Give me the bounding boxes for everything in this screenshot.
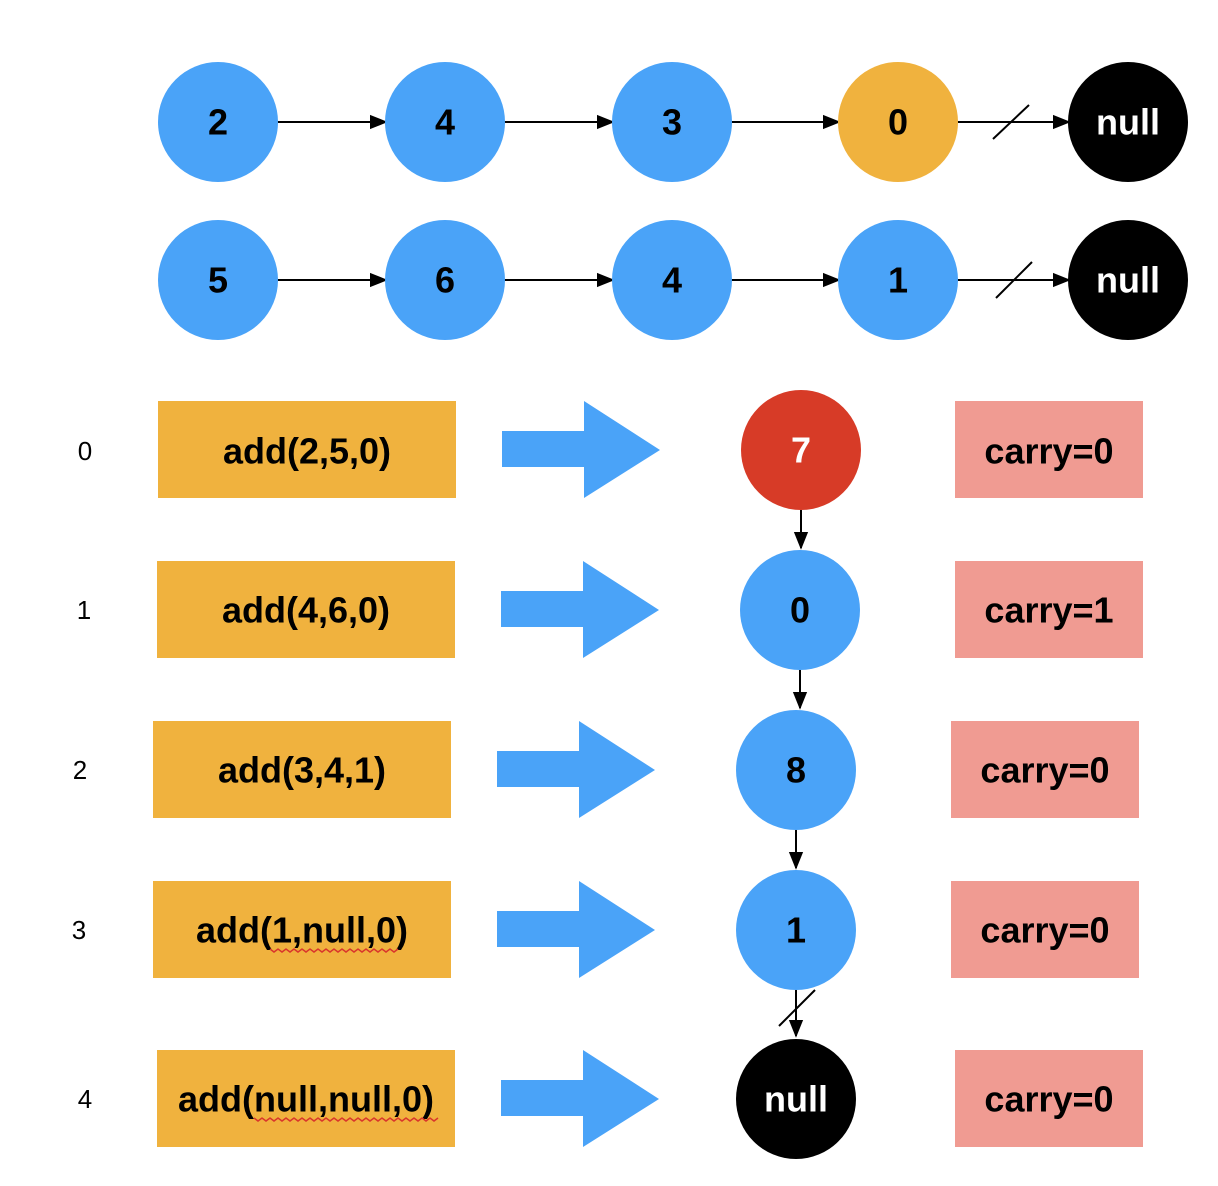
node-value: 2 <box>208 102 228 143</box>
step-index: 1 <box>77 595 91 625</box>
list-one-node: 4 <box>385 62 505 182</box>
step-row: 2 add(3,4,1) 8 carry=0 <box>73 710 1139 830</box>
step-row: 0 add(2,5,0) 7 carry=0 <box>78 390 1143 510</box>
call-box <box>157 561 455 658</box>
node-circle <box>385 220 505 340</box>
list-one: 2 4 3 0 null <box>158 62 1188 182</box>
call-label: add(1,null,0) <box>196 910 408 951</box>
node-value: 4 <box>662 260 682 301</box>
carry-box <box>955 1050 1143 1147</box>
node-value: 3 <box>662 102 682 143</box>
result-chain-links <box>778 510 816 1038</box>
step-row: 1 add(4,6,0) 0 carry=1 <box>77 550 1143 670</box>
carry-label: carry=1 <box>984 590 1113 631</box>
list-one-node: 3 <box>612 62 732 182</box>
carry-label: carry=0 <box>980 910 1109 951</box>
result-break-mark <box>778 989 816 1027</box>
call-label: add(2,5,0) <box>223 431 391 472</box>
call-box <box>153 881 451 978</box>
carry-box <box>951 881 1139 978</box>
step-index: 4 <box>78 1084 92 1114</box>
call-label: add(3,4,1) <box>218 750 386 791</box>
spellcheck-underline <box>269 948 399 953</box>
transition-arrow <box>497 881 655 978</box>
list-two-break-mark <box>995 261 1033 299</box>
call-label: add(4,6,0) <box>222 590 390 631</box>
list-one-break-mark <box>992 104 1030 140</box>
result-node-value: 8 <box>786 750 806 791</box>
list-two-node: 6 <box>385 220 505 340</box>
result-node-circle <box>736 870 856 990</box>
spellcheck-underline <box>253 1117 439 1122</box>
result-node-value: 7 <box>791 430 811 471</box>
node-value: 4 <box>435 102 455 143</box>
list-two-node: 5 <box>158 220 278 340</box>
result-null-label: null <box>764 1079 828 1120</box>
node-circle <box>158 62 278 182</box>
result-node-circle <box>741 390 861 510</box>
node-value: 0 <box>888 102 908 143</box>
list-two-node: 4 <box>612 220 732 340</box>
list-two: 5 6 4 1 null <box>158 220 1188 340</box>
node-circle <box>385 62 505 182</box>
step-index: 3 <box>72 915 86 945</box>
result-node-value: 1 <box>786 910 806 951</box>
result-null-circle <box>736 1039 856 1159</box>
result-node-circle <box>736 710 856 830</box>
carry-box <box>955 401 1143 498</box>
carry-label: carry=0 <box>984 431 1113 472</box>
call-box <box>157 1050 455 1147</box>
list-two-node: 1 <box>838 220 958 340</box>
call-label: add(null,null,0) <box>178 1079 434 1120</box>
null-circle <box>1068 62 1188 182</box>
node-value: 6 <box>435 260 455 301</box>
list-one-null-node: null <box>1068 62 1188 182</box>
null-label: null <box>1096 102 1160 143</box>
node-circle <box>612 220 732 340</box>
result-node-circle <box>740 550 860 670</box>
node-value: 1 <box>888 260 908 301</box>
step-index: 2 <box>73 755 87 785</box>
transition-arrow <box>501 1050 659 1147</box>
step-row: 3 add(1,null,0) 1 carry=0 <box>72 870 1139 990</box>
node-circle <box>612 62 732 182</box>
call-box <box>153 721 451 818</box>
transition-arrow <box>501 561 659 658</box>
node-value: 5 <box>208 260 228 301</box>
list-one-highlighted-node: 0 <box>838 62 958 182</box>
carry-box <box>951 721 1139 818</box>
list-two-null-node: null <box>1068 220 1188 340</box>
call-box <box>158 401 456 498</box>
carry-box <box>955 561 1143 658</box>
node-circle <box>838 62 958 182</box>
node-circle <box>158 220 278 340</box>
transition-arrow <box>502 401 660 498</box>
null-circle <box>1068 220 1188 340</box>
step-row: 4 add(null,null,0) null carry=0 <box>78 1039 1143 1159</box>
carry-label: carry=0 <box>980 750 1109 791</box>
null-label: null <box>1096 260 1160 301</box>
carry-label: carry=0 <box>984 1079 1113 1120</box>
step-index: 0 <box>78 436 92 466</box>
result-node-value: 0 <box>790 590 810 631</box>
list-one-node: 2 <box>158 62 278 182</box>
transition-arrow <box>497 721 655 818</box>
node-circle <box>838 220 958 340</box>
